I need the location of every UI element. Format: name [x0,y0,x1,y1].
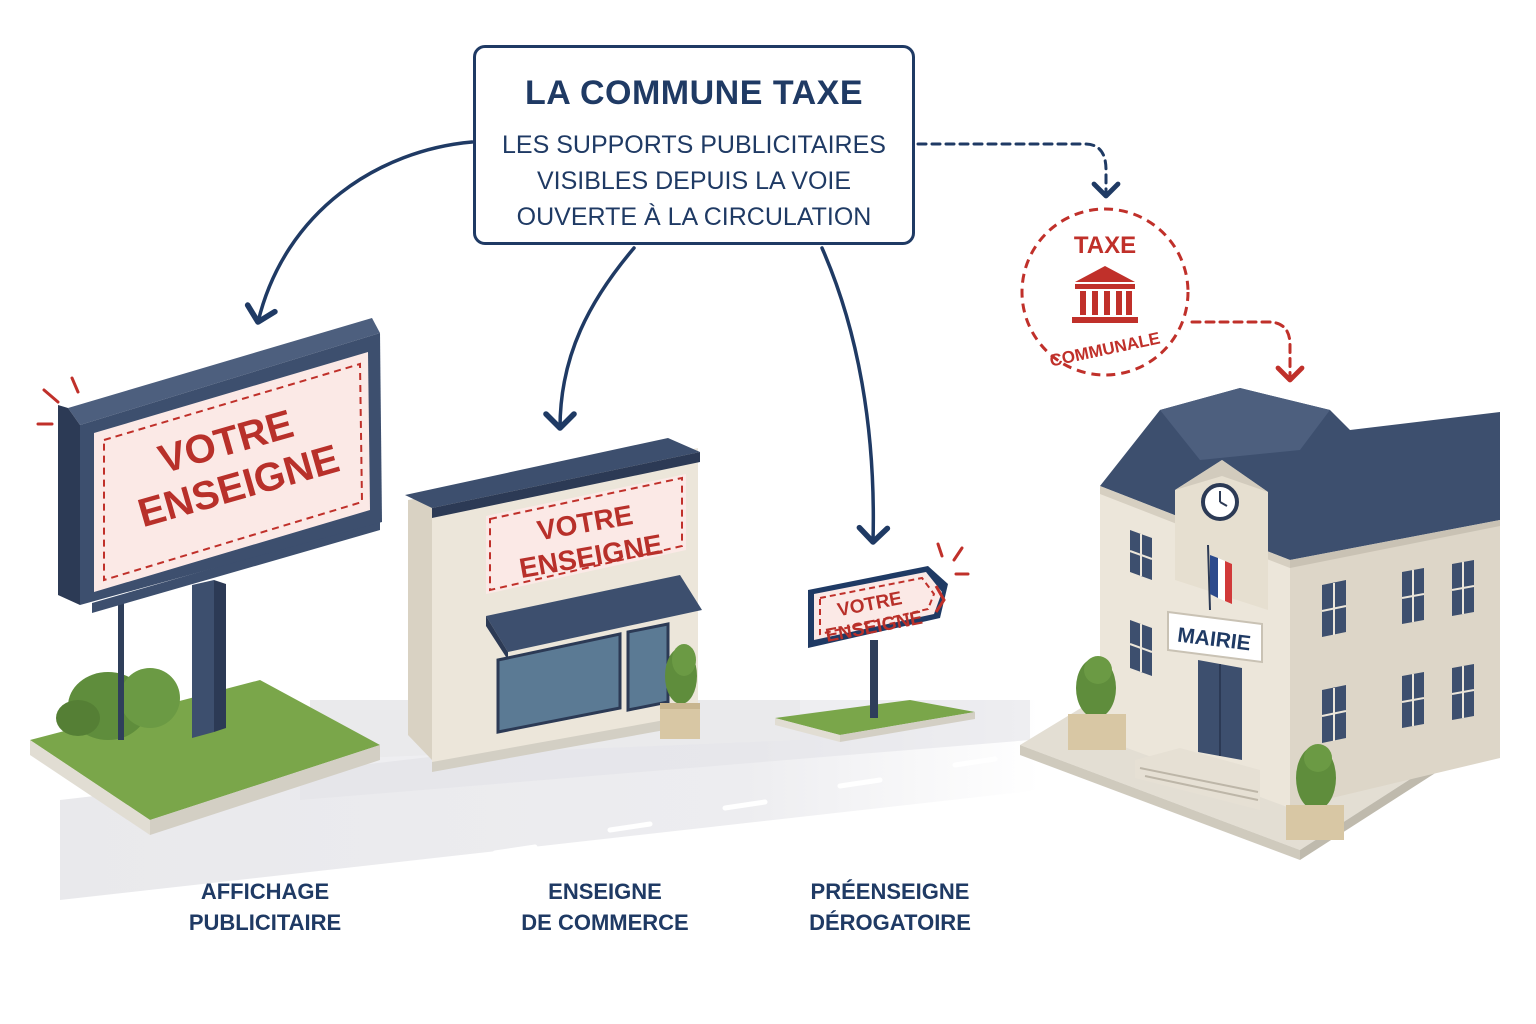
preenseigne: VOTRE ENSEIGNE [775,542,975,742]
tax-stamp-bottom: COMMUNALE [1048,329,1162,371]
header-subtitle-line: OUVERTE À LA CIRCULATION [516,203,872,231]
caption-line: DÉROGATOIRE [809,910,971,935]
caption-preenseigne: PRÉENSEIGNE DÉROGATOIRE [775,876,1005,938]
header-title: LA COMMUNE TAXE [524,74,864,112]
tax-stamp: TAXE COMMUNALE [1020,207,1190,377]
arrow-to-preenseigne [820,246,891,545]
caption-line: AFFICHAGE [200,879,330,904]
caption-line: PUBLICITAIRE [188,910,342,935]
town-hall-planter-right [1286,744,1344,840]
preenseigne-sparks-icon [936,542,970,576]
billboard: VOTRE ENSEIGNE [30,318,382,835]
caption-affichage: AFFICHAGE PUBLICITAIRE [150,876,380,938]
arrow-to-billboard [244,140,474,325]
arrow-to-stamp [916,142,1121,199]
caption-line: DE COMMERCE [521,910,689,935]
tax-stamp-top: TAXE [1074,232,1136,259]
caption-enseigne: ENSEIGNE DE COMMERCE [490,876,720,938]
caption-line: PRÉENSEIGNE [810,879,970,904]
arrow-to-mairie [1190,320,1305,383]
town-hall: MAIRIE [1020,388,1500,860]
bush-left [56,668,180,740]
shop-planter [660,644,700,739]
header-subtitle-line: LES SUPPORTS PUBLICITAIRES [502,131,886,159]
header-subtitle: LES SUPPORTS PUBLICITAIRES VISIBLES DEPU… [476,127,912,235]
caption-line: ENSEIGNE [548,879,662,904]
french-flag-icon [1207,544,1232,611]
bank-icon [1072,266,1138,323]
attention-sparks-icon [36,376,80,426]
header-subtitle-line: VISIBLES DEPUIS LA VOIE [536,167,852,195]
arrow-to-shop [543,246,636,431]
connector-arrows [244,140,1305,545]
header-box: LA COMMUNE TAXE LES SUPPORTS PUBLICITAIR… [473,45,915,245]
town-hall-planter-left [1068,656,1126,750]
clock-icon [1201,483,1239,521]
shop: VOTRE ENSEIGNE [405,438,702,772]
